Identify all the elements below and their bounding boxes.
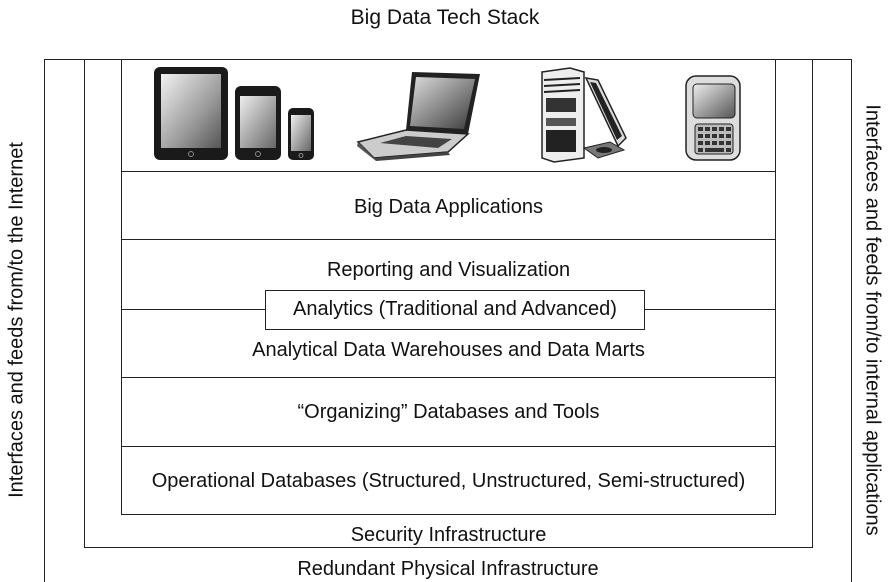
right-side-label: Interfaces and feeds from/to internal ap… xyxy=(861,104,884,536)
small-phone-icon xyxy=(288,108,314,160)
laptop-icon xyxy=(356,72,480,161)
tablet-icon xyxy=(154,67,228,160)
applications-label: Big Data Applications xyxy=(353,196,543,218)
analytics-label: Analytics (Traditional and Advanced) xyxy=(293,298,617,320)
slider-phone-icon xyxy=(685,75,741,161)
server-tower-icon xyxy=(541,67,627,163)
analytics-box xyxy=(265,290,645,330)
divider-analytics-left xyxy=(121,309,265,310)
reporting-label: Reporting and Visualization xyxy=(326,259,571,281)
organizing-label: “Organizing” Databases and Tools xyxy=(297,401,600,423)
security-infrastructure-label: Security Infrastructure xyxy=(350,524,547,546)
warehouses-label: Analytical Data Warehouses and Data Mart… xyxy=(252,339,645,361)
inner-stack-box xyxy=(121,59,776,515)
left-side-label: Interfaces and feeds from/to the Interne… xyxy=(5,142,28,498)
divider-warehouses xyxy=(121,377,776,378)
diagram-title: Big Data Tech Stack xyxy=(350,6,540,29)
divider-organizing xyxy=(121,446,776,447)
smartphone-icon xyxy=(235,86,281,160)
operational-label: Operational Databases (Structured, Unstr… xyxy=(151,470,746,492)
physical-infrastructure-label: Redundant Physical Infrastructure xyxy=(297,558,599,580)
divider-analytics-right xyxy=(645,309,776,310)
divider-applications xyxy=(121,239,776,240)
divider-devices xyxy=(121,171,776,172)
